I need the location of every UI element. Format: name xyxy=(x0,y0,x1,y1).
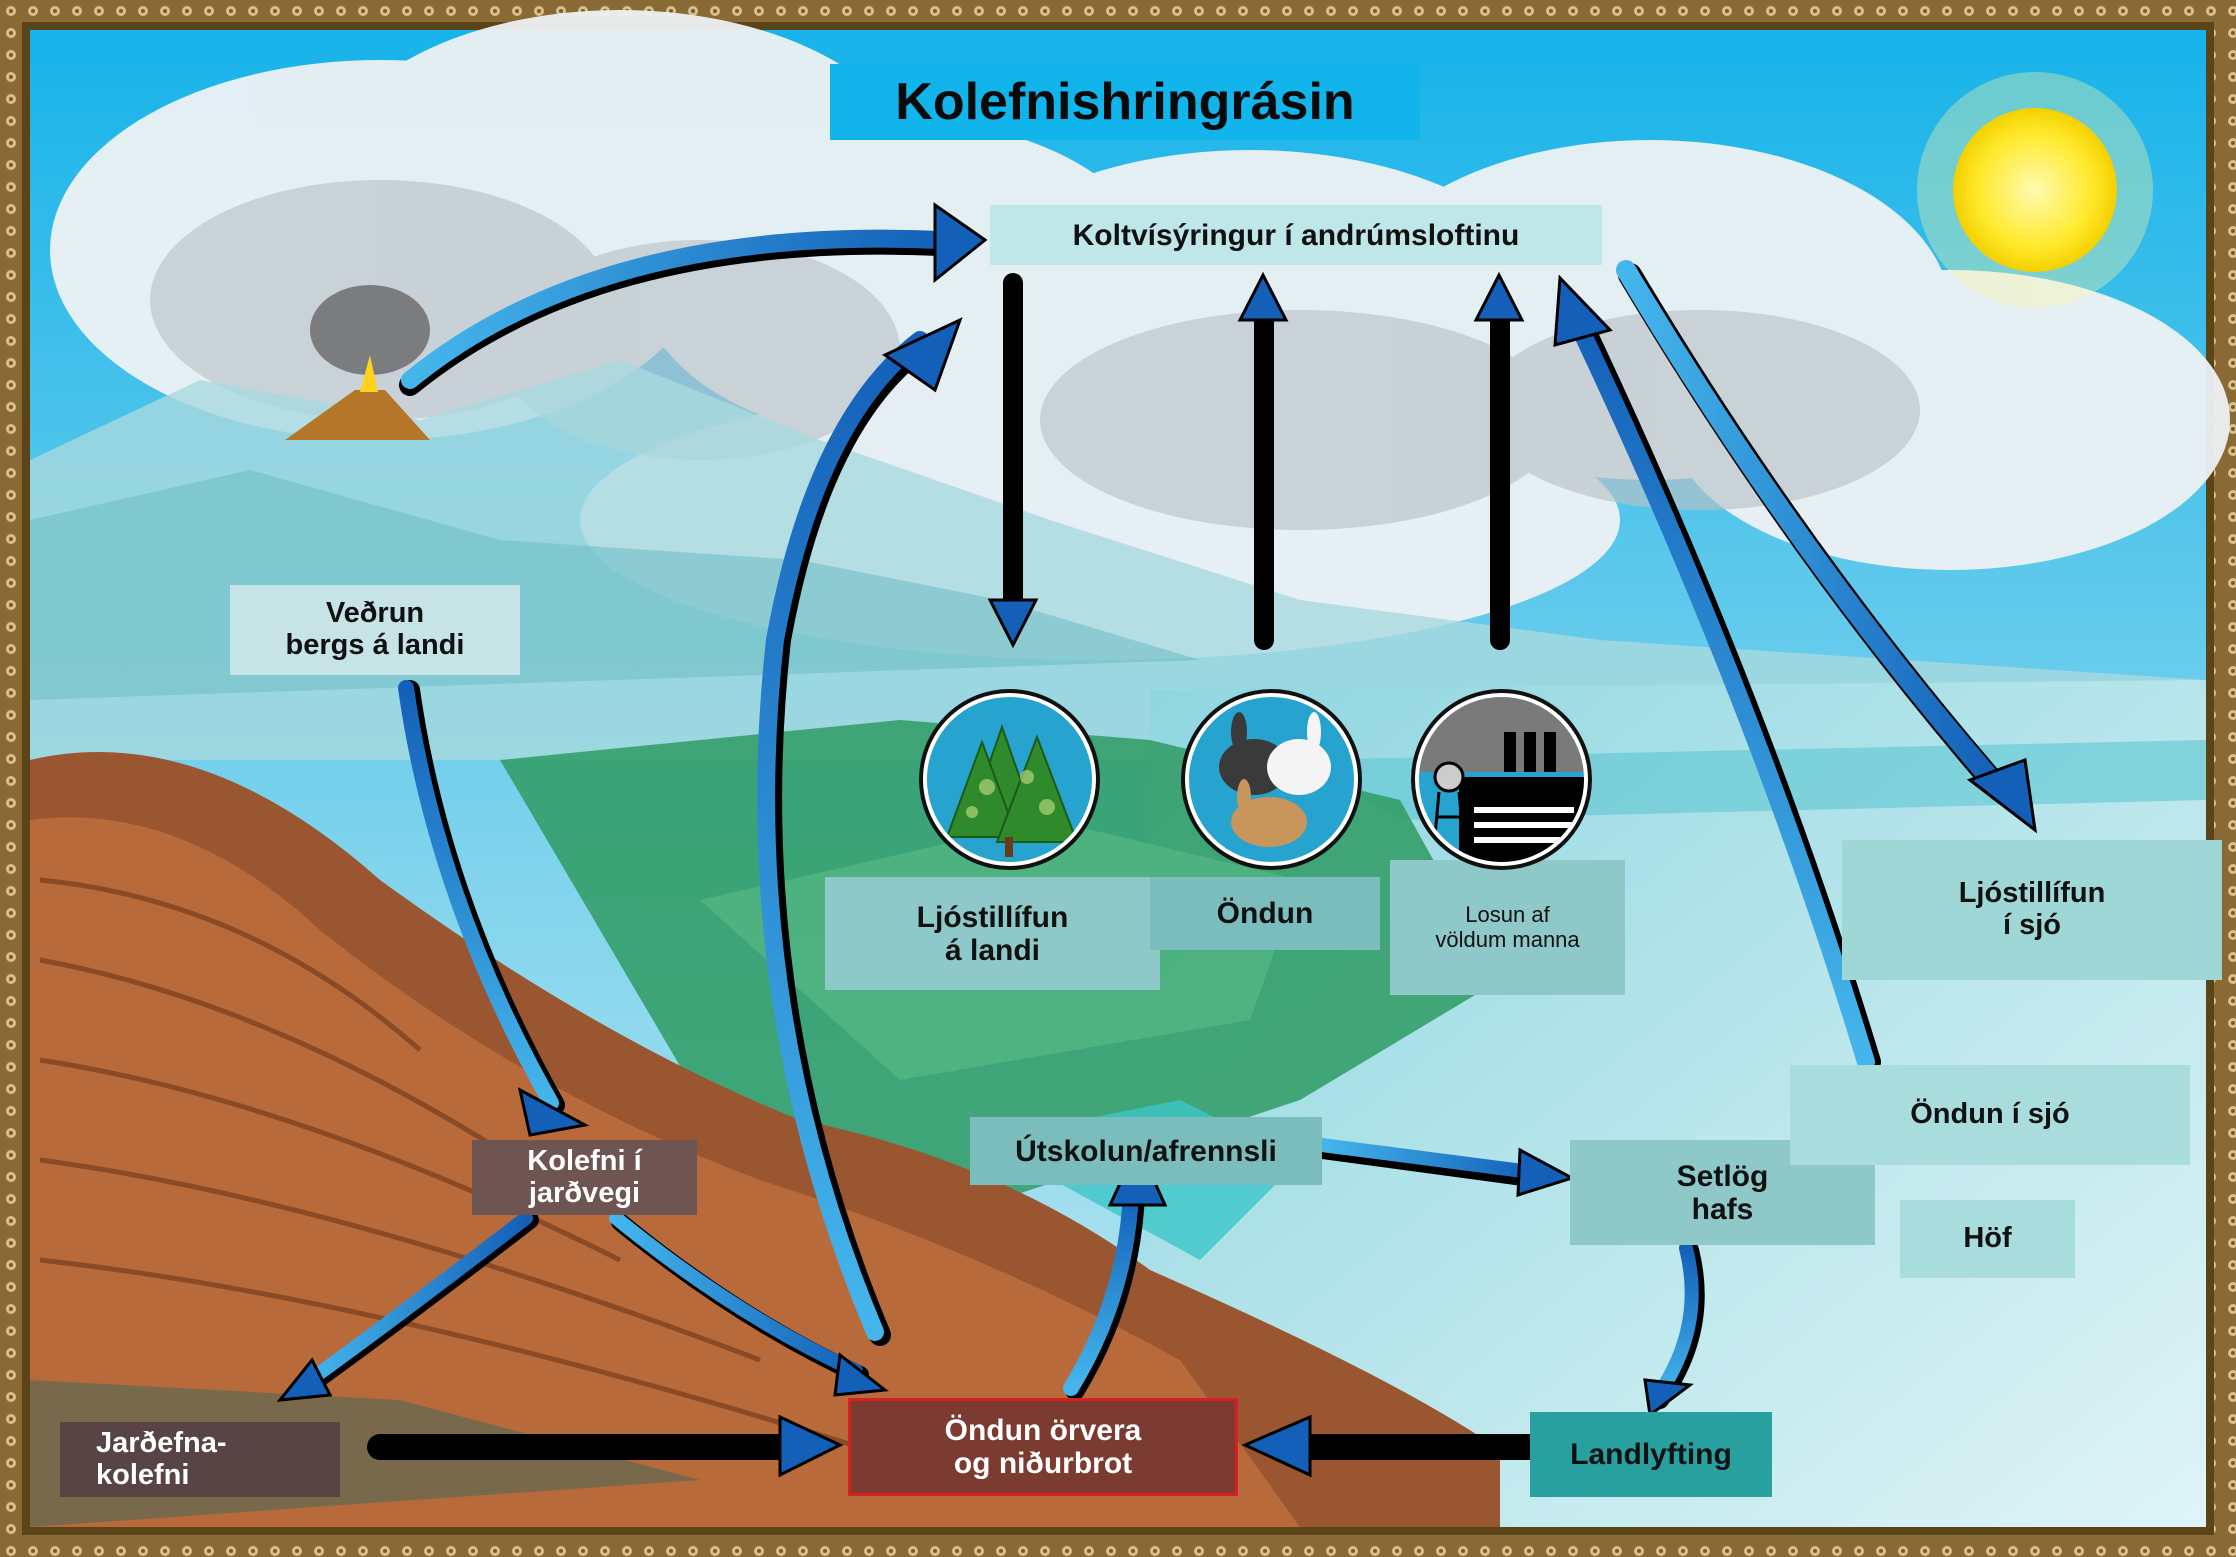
atmosphere-co2-box: Koltvísýringur í andrúmsloftinu xyxy=(990,205,1602,265)
ocean-sediment-box: Setlög hafs xyxy=(1570,1140,1875,1245)
rabbits-icon xyxy=(1185,693,1358,866)
volcano-icon xyxy=(285,285,430,440)
microbe-respiration-box: Öndun örvera og niðurbrot xyxy=(848,1398,1238,1496)
weathering-box: Veðrun bergs á landi xyxy=(230,585,520,675)
human-emissions-box: Losun af völdum manna xyxy=(1390,860,1625,995)
fossil-carbon-box: Jarðefna- kolefni xyxy=(60,1422,340,1497)
factory-icon xyxy=(1415,693,1588,866)
respiration-box: Öndun xyxy=(1150,877,1380,950)
sun-icon xyxy=(1917,72,2153,308)
runoff-box: Útskolun/afrennsli xyxy=(970,1117,1322,1185)
oceans-box: Höf xyxy=(1900,1200,2075,1278)
ocean-respiration-box: Öndun í sjó xyxy=(1790,1065,2190,1165)
diagram-title: Kolefnishringrásin xyxy=(830,64,1420,140)
trees-icon xyxy=(923,693,1096,866)
ocean-photosynthesis-box: Ljóstillífun í sjó xyxy=(1842,840,2222,980)
soil-carbon-box: Kolefni í jarðvegi xyxy=(472,1140,697,1215)
uplift-box: Landlyfting xyxy=(1530,1412,1772,1497)
land-photosynthesis-box: Ljóstillífun á landi xyxy=(825,877,1160,990)
